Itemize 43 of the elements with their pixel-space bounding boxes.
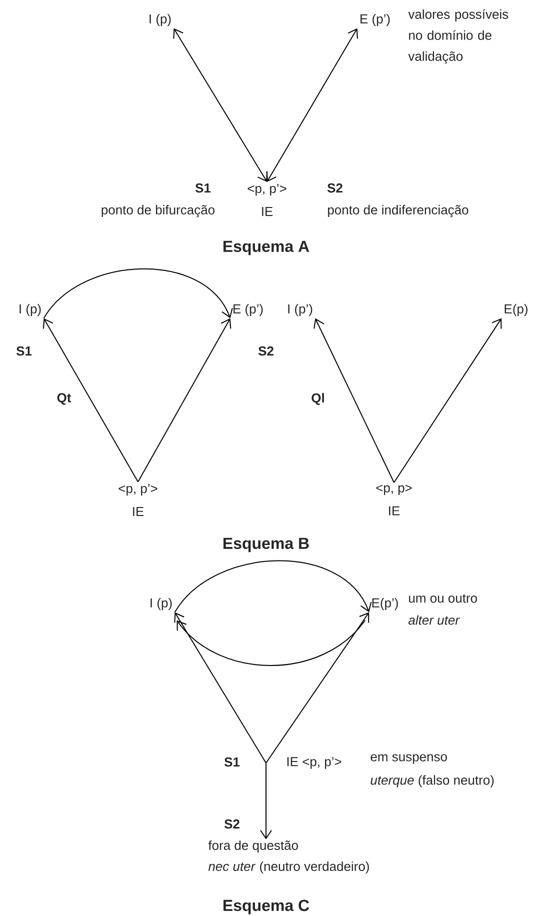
- scheme-title: Esquema B: [224, 538, 309, 552]
- state-label: S1: [195, 183, 211, 193]
- scheme-title: Esquema C: [224, 900, 310, 914]
- note-text: um ou outro: [409, 594, 477, 603]
- point-label: <p, p’> IE: [248, 184, 286, 216]
- arrow: [174, 560, 372, 613]
- value-label: I (p): [20, 304, 41, 316]
- scheme-title: Esquema A: [224, 240, 310, 256]
- value-label: I (p): [150, 598, 172, 610]
- arrow: [176, 620, 366, 666]
- note-text: alter uter: [408, 615, 460, 625]
- value-label: I (p’): [288, 304, 312, 316]
- arrow: [42, 318, 138, 482]
- value-label: E (p’): [234, 304, 263, 316]
- point-label: IE <p, p’>: [287, 757, 342, 769]
- point-caption: ponto de indiferenciação: [328, 204, 468, 218]
- arrow: [174, 612, 266, 764]
- state-label: S2: [327, 183, 342, 193]
- point-caption: ponto de bifurcação: [102, 204, 215, 218]
- arrow: [394, 318, 502, 484]
- arrow: [266, 28, 358, 182]
- arrow: [314, 318, 394, 484]
- state-label: S1: [16, 346, 32, 356]
- arrow: [43, 268, 233, 319]
- arrow: [138, 318, 232, 482]
- value-label: I (p): [150, 14, 171, 26]
- value-label: E (p’): [360, 14, 390, 26]
- point-label: <p, p’> IE: [118, 484, 158, 516]
- note-text: valores possíveis no domínio de validação: [408, 9, 508, 64]
- state-label: S2: [224, 819, 240, 829]
- value-label: E(p’): [372, 598, 398, 610]
- arrow: [173, 28, 268, 182]
- state-label: S2: [258, 346, 274, 356]
- note-text: em suspenso: [370, 754, 447, 764]
- state-label: S1: [224, 757, 240, 767]
- edge-label: Qt: [57, 393, 72, 405]
- point-label: <p, p> IE: [376, 484, 412, 516]
- edge-label: Ql: [312, 393, 324, 405]
- value-label: E(p): [504, 304, 528, 316]
- outcome-label: fora de questão nec uter (neutro verdadeiro): [208, 840, 369, 874]
- arrow: [266, 612, 370, 764]
- note-text: uterque (falso neutro): [370, 775, 494, 788]
- arrow: [260, 762, 272, 840]
